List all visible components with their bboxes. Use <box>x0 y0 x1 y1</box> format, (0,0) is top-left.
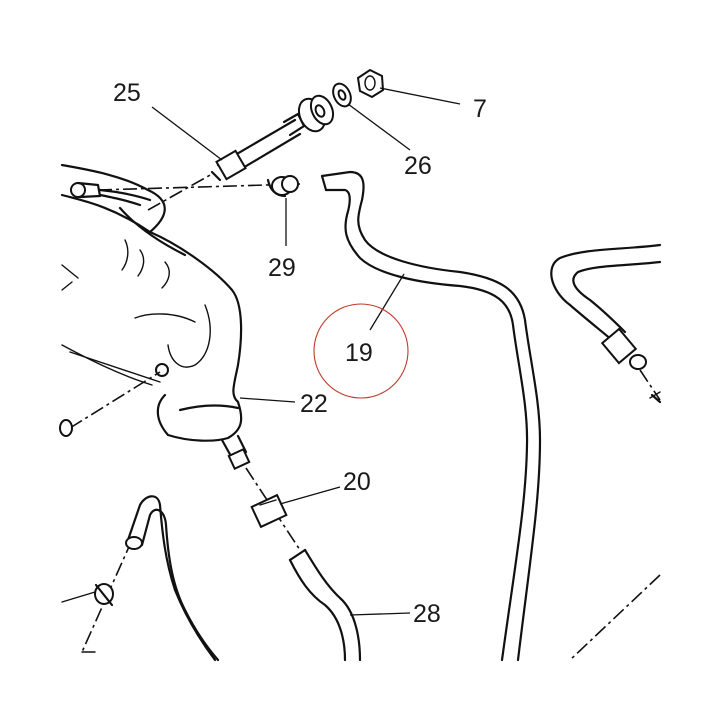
callout-19: 19 <box>345 339 373 367</box>
leader-7 <box>379 87 461 105</box>
highlight-circle-19 <box>313 303 409 399</box>
leader-20 <box>279 486 341 505</box>
threaded-fitting-25 <box>210 112 306 182</box>
coolant-hose-19 <box>320 170 542 662</box>
callout-28: 28 <box>413 600 441 628</box>
connector-20 <box>250 493 288 529</box>
assembly-line-fitting <box>147 173 213 211</box>
assembly-line-left <box>69 371 161 429</box>
washer-26 <box>332 82 352 108</box>
rubber-grommet <box>297 94 335 133</box>
callout-25: 25 <box>113 79 141 107</box>
assembly-line-right <box>569 574 661 661</box>
callout-7: 7 <box>473 95 487 123</box>
callout-29: 29 <box>268 254 296 282</box>
leader-26 <box>347 103 411 151</box>
leader-25 <box>151 106 223 161</box>
lower-hose-28 <box>288 548 362 662</box>
left-lower-hose <box>125 495 220 662</box>
reservoir-tank-22 <box>60 163 251 471</box>
left-clip <box>59 419 114 653</box>
leader-28 <box>349 612 411 616</box>
assembly-line-outlet <box>245 467 301 551</box>
leader-22 <box>239 397 296 403</box>
callout-22: 22 <box>300 390 328 418</box>
hose-clip-29 <box>266 175 299 198</box>
callout-20: 20 <box>343 468 371 496</box>
callout-26: 26 <box>404 152 432 180</box>
leader-19 <box>369 273 405 331</box>
right-side-hose <box>550 243 662 404</box>
nut-7 <box>356 68 385 99</box>
assembly-line-right-upper <box>639 369 661 401</box>
assembly-line-upper <box>97 183 301 191</box>
